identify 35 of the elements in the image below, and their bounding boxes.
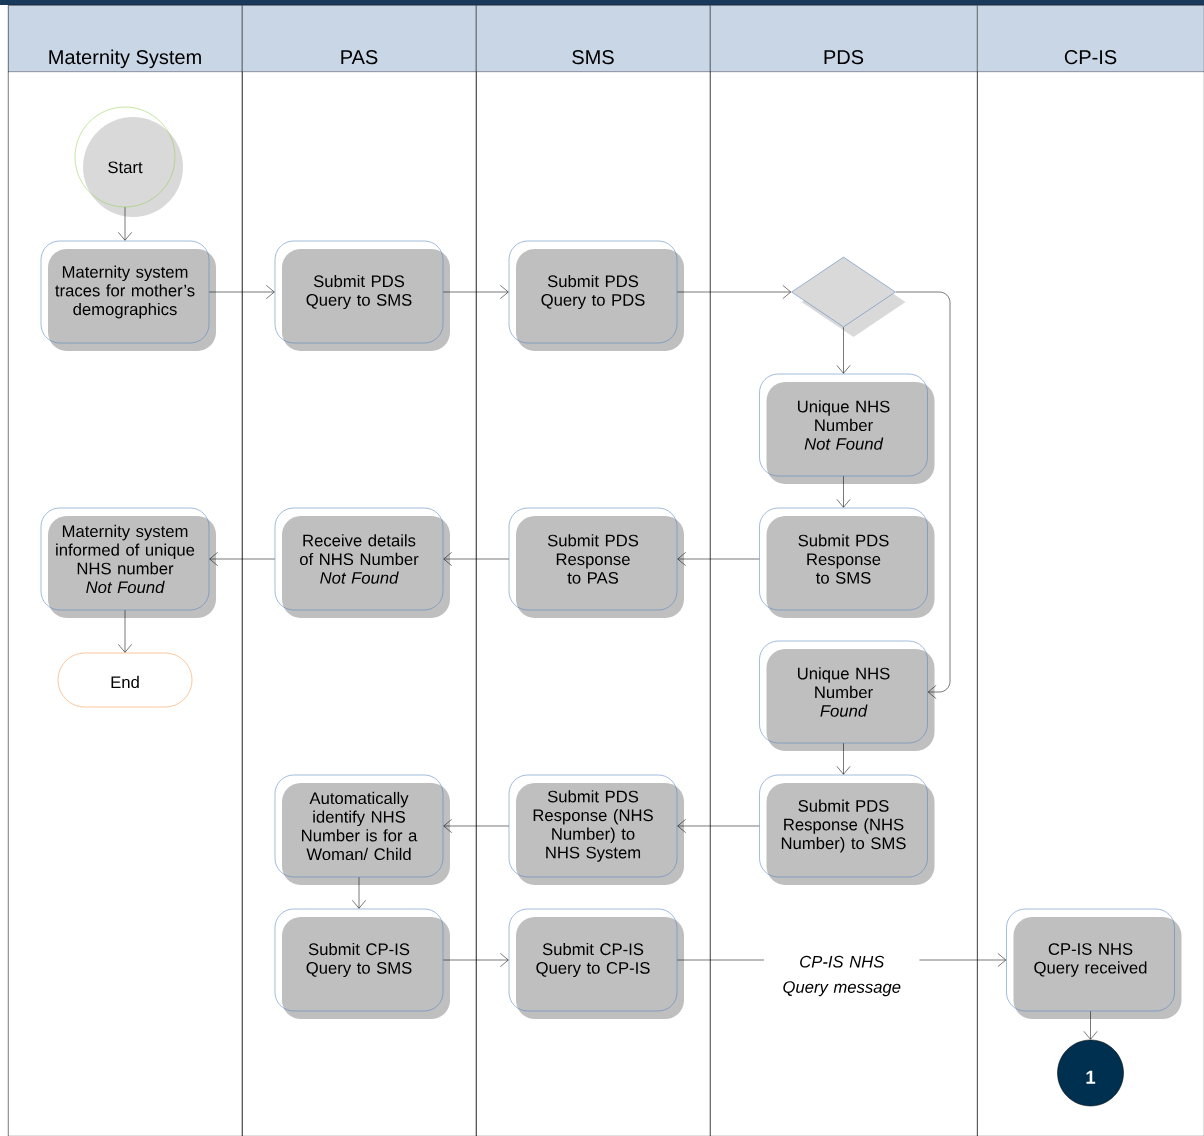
arrow — [443, 552, 509, 566]
arrow — [352, 877, 366, 909]
process-box: Submit CP-IS Query to SMS — [274, 908, 450, 1019]
arrow — [677, 819, 760, 833]
process-box: Submit PDS Query to SMS — [274, 240, 450, 351]
arrow — [1083, 1011, 1098, 1040]
arrow — [677, 285, 792, 299]
process-box: Maternity system traces for mother’s demographics — [40, 240, 216, 351]
process-box: Maternity system informed of unique NHS number Not Found — [40, 507, 216, 618]
end-terminator: End — [57, 652, 193, 708]
process-box: Submit PDS Response (NHS Number) to NHS System — [508, 774, 684, 885]
edge-label: CP-IS NHS Query message — [764, 953, 920, 999]
process-box: CP-IS NHS Query received — [1006, 908, 1182, 1019]
arrow — [443, 953, 509, 967]
process-box: Unique NHS Number Not Found — [759, 373, 935, 484]
decision-diamond — [791, 256, 906, 337]
arrow — [209, 285, 275, 299]
arrow — [836, 743, 851, 775]
arrow — [443, 285, 509, 299]
arrow — [209, 552, 275, 566]
process-box: Receive details of NHS Number Not Found — [274, 507, 450, 618]
arrow — [836, 327, 851, 374]
process-box: Submit CP-IS Query to CP-IS — [508, 908, 684, 1019]
arrow — [836, 476, 851, 508]
process-box: Submit PDS Query to PDS — [508, 240, 684, 351]
process-box: Submit PDS Response to SMS — [759, 507, 935, 618]
process-box: Automatically identify NHS Number is for a Woman/ Child — [274, 774, 450, 885]
process-box: Unique NHS Number Found — [759, 640, 935, 751]
process-box: Submit PDS Response to PAS — [508, 507, 684, 618]
arrow — [118, 207, 132, 241]
arrow — [443, 819, 509, 833]
arrow — [895, 291, 951, 699]
arrow — [677, 552, 760, 566]
process-box: Submit PDS Response (NHS Number) to SMS — [759, 774, 935, 885]
arrow — [118, 610, 132, 653]
